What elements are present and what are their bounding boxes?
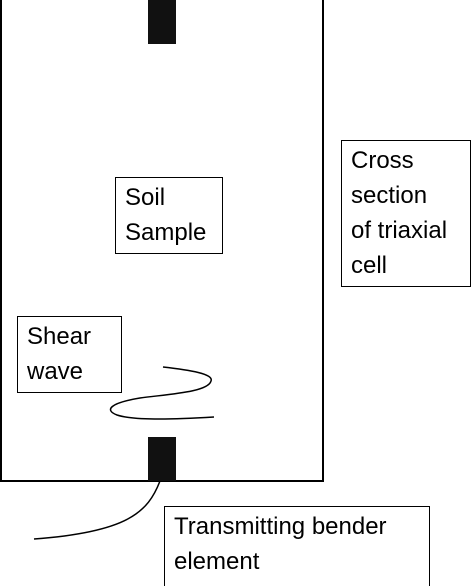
shear-wave-label: Shear wave [17, 316, 122, 393]
cross-section-label: Cross section of triaxial cell [341, 140, 471, 287]
top-bender-element [148, 0, 176, 44]
bottom-bender-element [148, 437, 176, 481]
soil-sample-label: Soil Sample [115, 177, 223, 254]
bender-leader-line [33, 480, 161, 540]
shear-wave-squiggle [109, 366, 215, 420]
transmitting-bender-label: Transmitting bender element [164, 506, 430, 586]
